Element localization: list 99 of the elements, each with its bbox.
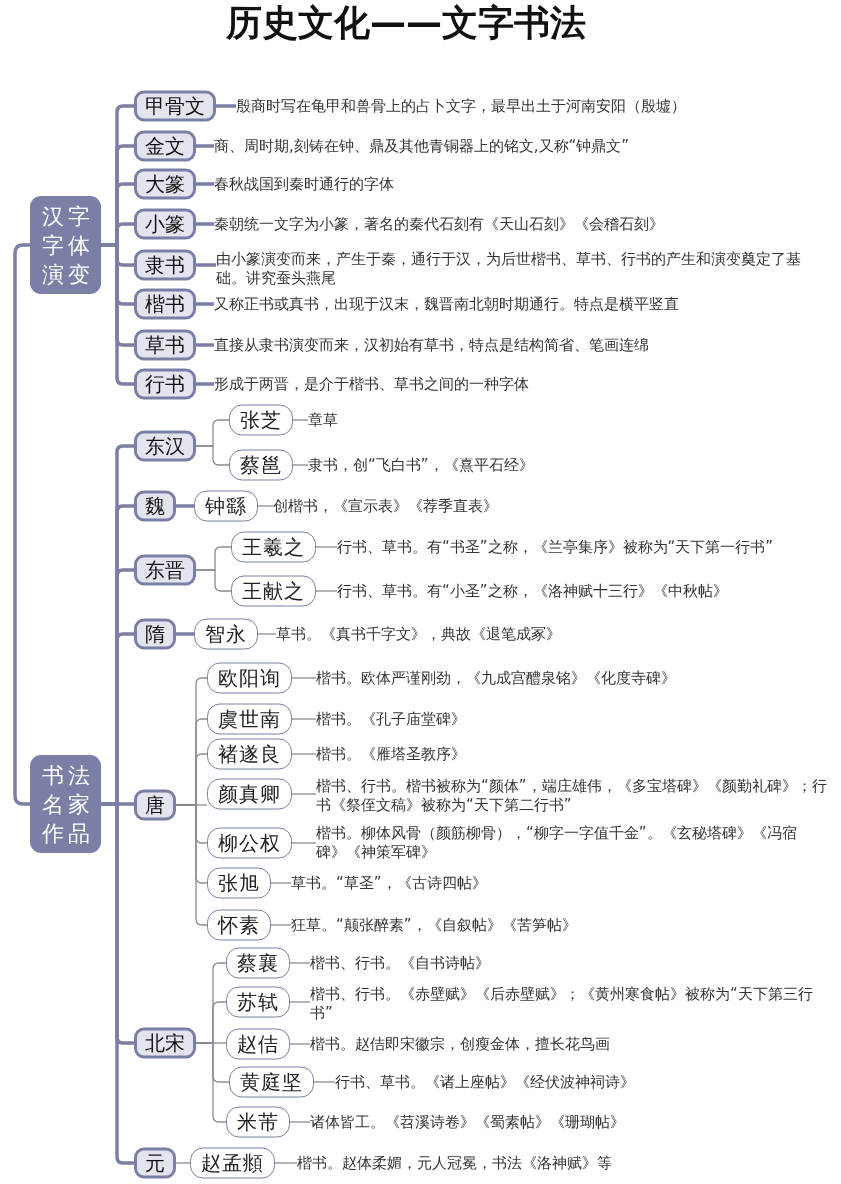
description-text: 行书、草书。有“书圣”之称，《兰亭集序》被称为“天下第一行书” bbox=[337, 537, 774, 557]
script-type-box: 隶书 bbox=[134, 249, 196, 281]
script-type-box: 金文 bbox=[134, 130, 196, 162]
connector-line bbox=[175, 1162, 191, 1164]
description-text: 创楷书，《宣示表》《荐季直表》 bbox=[273, 496, 498, 516]
connector-line bbox=[289, 1043, 311, 1045]
connector-line bbox=[196, 302, 214, 306]
description-text: 楷书。赵佶即宋徽宗，创瘦金体，擅长花鸟画 bbox=[310, 1034, 610, 1054]
connector-line bbox=[289, 962, 311, 964]
calligrapher-name-pill: 张芝 bbox=[229, 404, 293, 436]
connector-line bbox=[315, 590, 338, 592]
connector-line bbox=[196, 343, 214, 347]
connector-line bbox=[257, 633, 277, 635]
calligrapher-name-pill: 褚遂良 bbox=[207, 738, 292, 770]
script-type-box: 草书 bbox=[134, 329, 196, 361]
description-text: 楷书。《孔子庙堂碑》 bbox=[316, 709, 466, 729]
description-text: 殷商时写在龟甲和兽骨上的占卜文字，最早出土于河南安阳（殷墟） bbox=[236, 96, 686, 116]
connector-line bbox=[291, 793, 317, 795]
calligrapher-name-pill: 王羲之 bbox=[231, 531, 316, 563]
connector-line bbox=[315, 546, 338, 548]
dynasty-box: 北宋 bbox=[134, 1027, 196, 1059]
calligrapher-name-pill: 赵孟頫 bbox=[190, 1147, 275, 1179]
calligrapher-name-pill: 张旭 bbox=[207, 867, 271, 899]
connector-line bbox=[292, 464, 309, 466]
bracket-line bbox=[13, 243, 30, 806]
calligrapher-name-pill: 蔡邕 bbox=[229, 449, 293, 481]
connector-line bbox=[291, 718, 317, 720]
calligrapher-name-pill: 米芾 bbox=[226, 1106, 290, 1138]
connector-line bbox=[196, 182, 214, 186]
calligrapher-name-pill: 智永 bbox=[194, 618, 258, 650]
description-text: 行书、草书。《诸上座帖》《经伏波神祠诗》 bbox=[335, 1072, 635, 1092]
connector-line bbox=[270, 924, 292, 926]
connector-line bbox=[274, 1162, 298, 1164]
connector-line bbox=[291, 753, 317, 755]
calligrapher-name-pill: 怀素 bbox=[207, 909, 271, 941]
calligrapher-name-pill: 王献之 bbox=[231, 575, 316, 607]
description-text: 诸体皆工。《苕溪诗卷》《蜀素帖》《珊瑚帖》 bbox=[310, 1112, 625, 1132]
connector-line bbox=[101, 802, 134, 1165]
dynasty-box: 元 bbox=[134, 1147, 176, 1179]
category-box: 书法名家作品 bbox=[30, 755, 101, 853]
description-text: 商、周时期,刻铸在钟、鼎及其他青铜器上的铭文,又称“钟鼎文” bbox=[214, 136, 630, 156]
description-text: 章草 bbox=[308, 410, 338, 430]
description-text: 秦朝统一文字为小篆，著名的秦代石刻有《天山石刻》《会稽石刻》 bbox=[214, 214, 664, 234]
connector-line bbox=[216, 104, 236, 108]
description-text: 楷书。欧体严谨刚劲，《九成宫醴泉铭》《化度寺碑》 bbox=[316, 668, 676, 688]
calligrapher-name-pill: 黄庭坚 bbox=[229, 1066, 314, 1098]
script-type-box: 楷书 bbox=[134, 288, 196, 320]
category-box: 汉字字体演变 bbox=[30, 196, 101, 294]
connector-line bbox=[292, 419, 309, 421]
connector-line bbox=[257, 505, 274, 507]
description-text: 楷书。《雁塔圣教序》 bbox=[316, 744, 466, 764]
connector-line bbox=[196, 263, 216, 267]
description-text: 楷书、行书。楷书被称为“颜体”，端庄雄伟，《多宝塔碑》《颜勤礼碑》；行书《祭侄文稿》被称为“天下第二行书” bbox=[316, 777, 831, 815]
dynasty-box: 魏 bbox=[134, 490, 176, 522]
connector-line bbox=[196, 382, 214, 386]
connector-line bbox=[195, 569, 232, 592]
description-text: 由小篆演变而来，产生于秦，通行于汉，为后世楷书、草书、行书的产生和演变奠定了基础。讲究蚕头燕尾 bbox=[216, 250, 816, 288]
description-text: 草书。“草圣”，《古诗四帖》 bbox=[291, 873, 487, 893]
calligrapher-name-pill: 欧阳询 bbox=[207, 662, 292, 694]
dynasty-box: 隋 bbox=[134, 618, 176, 650]
calligrapher-name-pill: 虞世南 bbox=[207, 703, 292, 735]
connector-line bbox=[101, 243, 134, 386]
calligrapher-name-pill: 蔡襄 bbox=[226, 947, 290, 979]
diagram-title: 历史文化——文字书法 bbox=[225, 1, 587, 45]
script-type-box: 大篆 bbox=[134, 168, 196, 200]
calligrapher-name-pill: 颜真卿 bbox=[207, 778, 292, 810]
connector-line bbox=[176, 504, 194, 508]
calligrapher-name-pill: 赵佶 bbox=[226, 1028, 290, 1060]
description-text: 楷书。赵体柔媚，元人冠冕，书法《洛神赋》等 bbox=[297, 1153, 612, 1173]
script-type-box: 行书 bbox=[134, 368, 196, 400]
dynasty-box: 东汉 bbox=[134, 430, 196, 462]
description-text: 春秋战国到秦时通行的字体 bbox=[214, 174, 394, 194]
connector-line bbox=[196, 144, 214, 148]
description-text: 楷书。柳体风骨（颜筋柳骨），“柳字一字值千金”。《玄秘塔碑》《冯宿碑》《神策军碑》 bbox=[316, 824, 811, 862]
calligrapher-name-pill: 钟繇 bbox=[194, 490, 258, 522]
description-text: 直接从隶书演变而来，汉初始有草书，特点是结构简省、笔画连绵 bbox=[214, 335, 649, 355]
description-text: 狂草。“颠张醉素”，《自叙帖》《苦笋帖》 bbox=[291, 915, 577, 935]
description-text: 又称正书或真书，出现于汉末，魏晋南北朝时期通行。特点是横平竖直 bbox=[214, 294, 679, 314]
dynasty-box: 唐 bbox=[134, 789, 176, 821]
connector-line bbox=[270, 882, 292, 884]
description-text: 形成于两晋，是介于楷书、草书之间的一种字体 bbox=[214, 374, 529, 394]
connector-line bbox=[196, 222, 214, 226]
connector-line bbox=[291, 677, 317, 679]
connector-line bbox=[291, 842, 317, 844]
calligrapher-name-pill: 柳公权 bbox=[207, 827, 292, 859]
description-text: 楷书、行书。《赤壁赋》《后赤壁赋》；《黄州寒食帖》被称为“天下第三行书” bbox=[310, 985, 815, 1023]
connector-line bbox=[289, 1001, 311, 1003]
connector-line bbox=[195, 445, 230, 466]
connector-line bbox=[176, 632, 194, 636]
connector-line bbox=[289, 1121, 311, 1123]
script-type-box: 小篆 bbox=[134, 208, 196, 240]
description-text: 行书、草书。有“小圣”之称，《洛神赋十三行》《中秋帖》 bbox=[337, 581, 728, 601]
dynasty-box: 东晋 bbox=[134, 554, 196, 586]
calligrapher-name-pill: 苏轼 bbox=[226, 986, 290, 1018]
description-text: 草书。《真书千字文》，典故《退笔成冢》 bbox=[276, 624, 561, 644]
description-text: 隶书，创“飞白书”，《熹平石经》 bbox=[308, 455, 534, 475]
description-text: 楷书、行书。《自书诗帖》 bbox=[310, 953, 490, 973]
script-type-box: 甲骨文 bbox=[134, 90, 216, 122]
connector-line bbox=[313, 1081, 336, 1083]
